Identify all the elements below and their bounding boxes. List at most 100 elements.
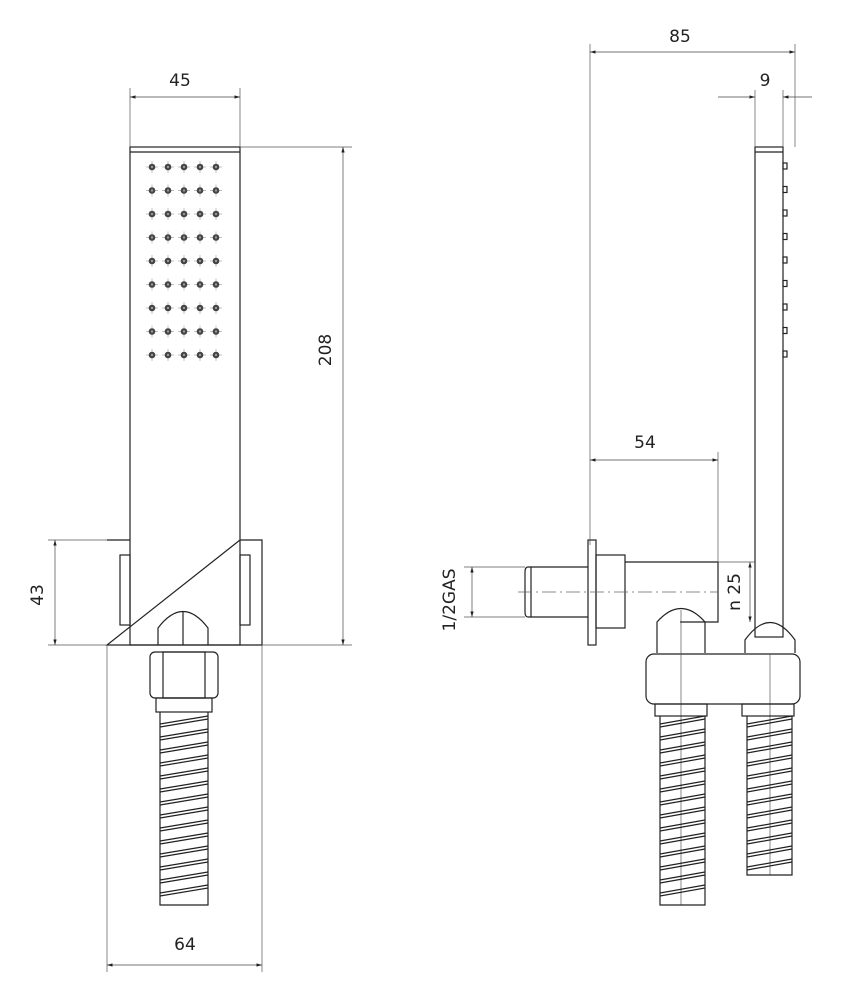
nozzle bbox=[178, 161, 190, 173]
nozzle bbox=[194, 231, 206, 244]
nozzle bbox=[178, 278, 190, 291]
hose-coil bbox=[159, 858, 209, 871]
hose-coil bbox=[746, 754, 793, 767]
nozzle bbox=[210, 231, 222, 244]
nozzle bbox=[210, 208, 222, 220]
nozzle bbox=[178, 255, 190, 267]
elbow-body bbox=[645, 608, 801, 905]
nozzle bbox=[162, 208, 174, 220]
hose-coil bbox=[659, 871, 706, 884]
nozzle bbox=[162, 325, 174, 338]
nozzle bbox=[178, 325, 190, 338]
dim-width-label: 45 bbox=[169, 71, 191, 91]
hose-coil bbox=[159, 715, 209, 728]
nozzle bbox=[146, 349, 158, 361]
wall-outlet bbox=[524, 539, 719, 646]
nozzle bbox=[178, 208, 190, 220]
nozzle bbox=[194, 161, 206, 173]
hose-coil bbox=[746, 819, 793, 832]
hose-coil bbox=[659, 845, 706, 858]
nozzle bbox=[210, 255, 222, 267]
hose bbox=[159, 712, 209, 906]
hose-coil bbox=[159, 832, 209, 845]
hose-coil bbox=[159, 819, 209, 832]
handshower-side bbox=[754, 146, 784, 638]
nozzle bbox=[162, 231, 174, 244]
hose-coil bbox=[659, 780, 706, 793]
nozzle-tip bbox=[782, 185, 788, 194]
nozzle bbox=[194, 208, 206, 220]
dim-length-label: 208 bbox=[316, 334, 336, 366]
nozzle-tip bbox=[782, 162, 788, 170]
nozzle bbox=[146, 231, 158, 244]
nozzle-tip bbox=[782, 326, 788, 335]
side-view: 85 9 54 1/2GAS n 25 bbox=[440, 27, 812, 906]
nozzle bbox=[194, 349, 206, 361]
nozzle bbox=[146, 278, 158, 291]
hose-connector-dome bbox=[157, 611, 209, 645]
hose-coil bbox=[159, 767, 209, 780]
nozzle-tip bbox=[782, 279, 788, 288]
hose-coil bbox=[659, 728, 706, 741]
handshower-body bbox=[129, 146, 241, 646]
nozzle bbox=[194, 255, 206, 267]
nozzle bbox=[146, 184, 158, 197]
hose-coil bbox=[159, 884, 209, 897]
hose-coil bbox=[746, 845, 793, 858]
nozzle bbox=[210, 161, 222, 173]
nozzle bbox=[162, 184, 174, 197]
nozzle bbox=[210, 325, 222, 338]
nozzle-grid bbox=[146, 161, 222, 361]
nozzle-tip bbox=[782, 350, 788, 358]
dim-thread-label: 1/2GAS bbox=[440, 569, 460, 632]
nozzle bbox=[178, 184, 190, 197]
hose-coil bbox=[746, 767, 793, 780]
hose-coil bbox=[659, 806, 706, 819]
nozzle bbox=[146, 302, 158, 314]
hose-coil bbox=[159, 728, 209, 741]
dim-depth-label: 85 bbox=[669, 27, 691, 47]
hose-coil bbox=[746, 728, 793, 741]
hose-coil bbox=[746, 832, 793, 845]
nozzle-profile bbox=[782, 162, 788, 358]
nozzle-tip bbox=[782, 232, 788, 241]
hose-coil bbox=[659, 793, 706, 806]
nozzle bbox=[210, 349, 222, 361]
nozzle bbox=[162, 255, 174, 267]
nozzle-tip bbox=[782, 256, 788, 264]
nozzle bbox=[194, 302, 206, 314]
hose-coil bbox=[659, 832, 706, 845]
hose-coil bbox=[659, 715, 706, 728]
nozzle bbox=[146, 161, 158, 173]
nozzle-tip bbox=[782, 303, 788, 311]
hose-coil bbox=[659, 767, 706, 780]
nozzle bbox=[194, 278, 206, 291]
nozzle bbox=[162, 302, 174, 314]
hose-coil bbox=[746, 793, 793, 806]
nozzle bbox=[162, 161, 174, 173]
nozzle bbox=[178, 231, 190, 244]
nozzle bbox=[146, 255, 158, 267]
hose-coil bbox=[746, 858, 793, 871]
hose-coil bbox=[659, 754, 706, 767]
hose-coil bbox=[659, 858, 706, 871]
hose-coil bbox=[159, 871, 209, 884]
nozzle bbox=[194, 325, 206, 338]
dim-projection-label: 54 bbox=[634, 433, 656, 453]
nozzle bbox=[210, 278, 222, 291]
hose-coil bbox=[746, 806, 793, 819]
nozzle bbox=[162, 349, 174, 361]
hose-coil bbox=[659, 884, 706, 897]
hose-coil bbox=[159, 793, 209, 806]
nozzle bbox=[178, 349, 190, 361]
hose-coil bbox=[746, 780, 793, 793]
hose-coil bbox=[159, 806, 209, 819]
dim-thickness-label: 9 bbox=[760, 71, 771, 91]
hose-coil bbox=[159, 780, 209, 793]
nozzle bbox=[146, 208, 158, 220]
hose-right bbox=[746, 715, 793, 876]
front-view: 45 208 43 64 bbox=[28, 71, 352, 972]
hose-coil bbox=[659, 741, 706, 754]
